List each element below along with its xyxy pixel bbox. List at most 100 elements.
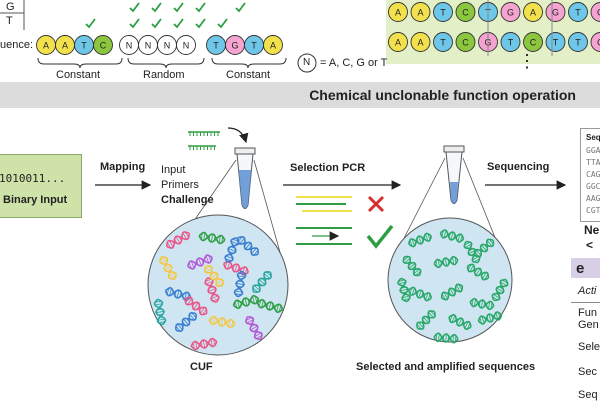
seq-line: CAG bbox=[586, 170, 600, 179]
seq-line: AAG bbox=[586, 194, 600, 203]
nucleotide-random: N bbox=[120, 36, 139, 55]
svg-text:C: C bbox=[462, 8, 469, 18]
svg-text:A: A bbox=[417, 8, 423, 18]
nucleotide-constant: G bbox=[226, 36, 245, 55]
nucleotide-constant: A bbox=[37, 36, 56, 55]
selection-pcr-label: Selection PCR bbox=[290, 163, 365, 174]
panel-e-row: Sec bbox=[578, 367, 597, 378]
svg-text:T: T bbox=[440, 38, 446, 48]
cuf-label: CUF bbox=[190, 362, 213, 373]
segment-label-random: Random bbox=[143, 70, 185, 81]
reaction-tube-selected bbox=[444, 146, 464, 204]
check-icon bbox=[174, 19, 183, 27]
nucleotide-constant: A bbox=[264, 36, 283, 55]
panel-e-row: Seq bbox=[578, 390, 598, 401]
svg-text:G: G bbox=[552, 8, 559, 18]
nucleotide-constant: T bbox=[75, 36, 94, 55]
check-icon bbox=[218, 19, 227, 27]
svg-text:N: N bbox=[126, 41, 133, 51]
svg-text:T: T bbox=[251, 41, 257, 51]
nucleotide-compare-a: G bbox=[501, 3, 520, 22]
check-icon bbox=[196, 3, 205, 11]
svg-text:T: T bbox=[440, 8, 446, 18]
nucleotide-compare-a: G bbox=[591, 3, 600, 22]
nucleotide-compare-a: C bbox=[456, 3, 475, 22]
svg-text:C: C bbox=[100, 41, 107, 51]
check-icon bbox=[368, 226, 392, 246]
selected-pool-circle bbox=[388, 218, 512, 342]
sequencing-output-box: Seq GGA TTA CAG GGC AAG CGT bbox=[580, 128, 600, 222]
svg-text:A: A bbox=[62, 41, 68, 51]
check-icon bbox=[174, 3, 183, 11]
nucleotide-compare-a: T bbox=[434, 3, 453, 22]
panel-e-row: Fun bbox=[578, 308, 597, 319]
nucleotide-compare-b: C bbox=[456, 33, 475, 52]
brace-constant-left bbox=[38, 58, 122, 68]
brace-constant-right bbox=[212, 58, 286, 68]
panel-e-row: Sele bbox=[578, 342, 600, 353]
selected-sequences-label: Selected and amplified sequences bbox=[356, 362, 535, 373]
nucleotide-random: N bbox=[177, 36, 196, 55]
nucleotide-compare-b: T bbox=[434, 33, 453, 52]
input-label: Input bbox=[161, 165, 185, 176]
svg-text:A: A bbox=[395, 8, 401, 18]
check-icon bbox=[130, 19, 139, 27]
nucleotide-compare-a: A bbox=[411, 3, 430, 22]
nucleotide-compare-a: A bbox=[389, 3, 408, 22]
table-rule bbox=[571, 302, 600, 303]
comparison-sequences: AATCTGAGTGAATCGTCTTG bbox=[389, 3, 600, 52]
nucleotide-compare-b: A bbox=[389, 33, 408, 52]
panel-e-letter: e bbox=[576, 260, 584, 277]
panel-e-column-header: Acti bbox=[578, 286, 596, 297]
binary-value: 1010011... bbox=[0, 173, 65, 184]
svg-text:N: N bbox=[183, 41, 190, 51]
check-icon bbox=[236, 3, 245, 11]
nucleotide-random: N bbox=[139, 36, 158, 55]
brace-random bbox=[128, 58, 204, 68]
svg-text:T: T bbox=[553, 38, 559, 48]
nucleotide-compare-a: A bbox=[524, 3, 543, 22]
right-edge-text: < bbox=[586, 239, 593, 251]
svg-text:N: N bbox=[145, 41, 152, 51]
right-edge-text: Ne bbox=[584, 224, 599, 236]
check-icon bbox=[152, 3, 161, 11]
mismatch-strands bbox=[296, 197, 352, 211]
check-marks-top bbox=[86, 3, 245, 27]
svg-text:A: A bbox=[270, 41, 276, 51]
segment-braces bbox=[38, 58, 286, 68]
check-icon bbox=[196, 19, 205, 27]
sequencing-label: Sequencing bbox=[487, 162, 549, 173]
banner-title: Chemical unclonable function operation bbox=[309, 87, 576, 103]
mapping-label: Mapping bbox=[100, 162, 145, 173]
nucleotide-compare-b: T bbox=[501, 33, 520, 52]
section-banner: Chemical unclonable function operation bbox=[0, 82, 600, 108]
seq-line: CGT bbox=[586, 206, 600, 215]
seq-line: GGC bbox=[586, 182, 600, 191]
match-strands bbox=[296, 228, 352, 244]
cuf-pool-circle bbox=[148, 215, 288, 355]
svg-text:C: C bbox=[462, 38, 469, 48]
binary-input-label: Binary Input bbox=[3, 195, 67, 206]
legend-text: = A, C, G or T bbox=[320, 58, 387, 69]
nucleotide-compare-b: A bbox=[411, 33, 430, 52]
svg-text:T: T bbox=[575, 8, 581, 18]
check-icon bbox=[86, 19, 95, 27]
seq-line: GGA bbox=[586, 146, 600, 155]
segment-label-constant-left: Constant bbox=[56, 70, 100, 81]
nucleotide-compare-a: T bbox=[569, 3, 588, 22]
nucleotide-random: N bbox=[158, 36, 177, 55]
nucleotide-compare-b: T bbox=[569, 33, 588, 52]
nucleotide-constant: T bbox=[245, 36, 264, 55]
check-icon bbox=[152, 19, 161, 27]
primer-teeth bbox=[190, 132, 218, 150]
svg-text:G: G bbox=[507, 8, 514, 18]
svg-text:T: T bbox=[213, 41, 219, 51]
primers-label: Primers bbox=[161, 180, 199, 191]
svg-text:T: T bbox=[508, 38, 514, 48]
svg-text:A: A bbox=[530, 8, 536, 18]
svg-text:A: A bbox=[43, 41, 49, 51]
row-label-g: G bbox=[6, 2, 15, 13]
legend-n-letter: N bbox=[303, 58, 310, 68]
